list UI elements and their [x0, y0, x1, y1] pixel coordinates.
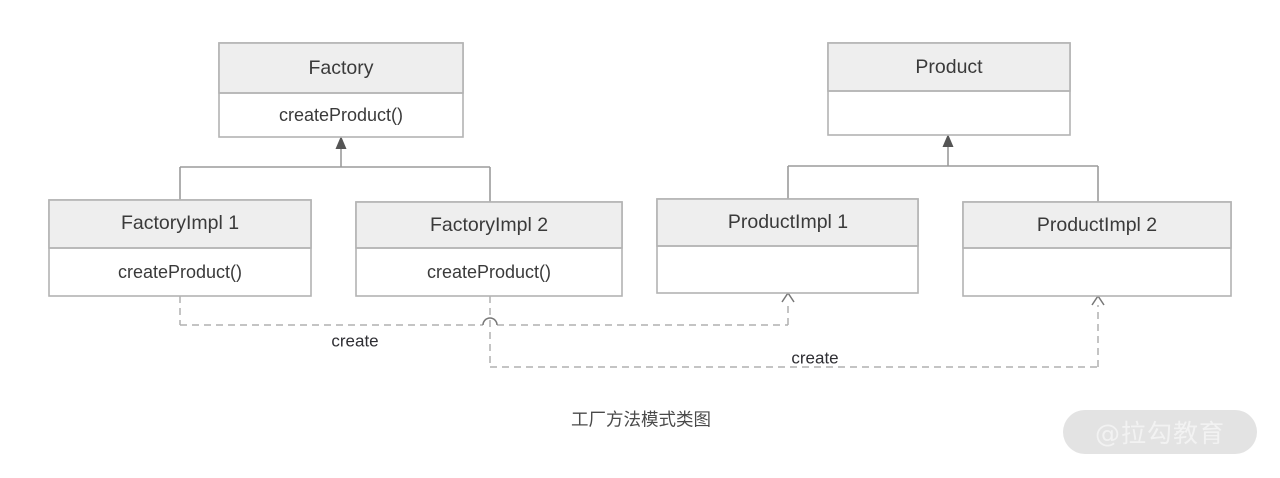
generalization-factory-tree — [179, 136, 491, 202]
class-box-factory-impl-1-header — [48, 199, 312, 249]
class-member-factory-0: createProduct() — [279, 105, 403, 125]
class-member-factory-impl-1-0: createProduct() — [118, 262, 242, 282]
class-box-product-impl-1[interactable]: ProductImpl 1 — [656, 198, 919, 294]
class-member-factory-impl-2-0: createProduct() — [427, 262, 551, 282]
class-box-factory[interactable]: Factory createProduct() — [218, 42, 464, 138]
class-box-product[interactable]: Product — [827, 42, 1071, 136]
class-box-product-impl-2[interactable]: ProductImpl 2 — [962, 201, 1232, 297]
diagram-caption: 工厂方法模式类图 — [571, 410, 711, 430]
dependency-arrowhead-1 — [781, 291, 795, 303]
generalization-arrowhead-product — [942, 134, 954, 147]
class-box-product-header — [827, 42, 1071, 92]
class-box-factory-header — [218, 42, 464, 94]
class-name-factory: Factory — [308, 57, 373, 79]
edge-label-create-2: create — [791, 348, 838, 367]
watermark-label: @拉勾教育 — [1094, 419, 1225, 448]
generalization-product-tree — [787, 134, 1099, 202]
generalization-arrowhead-factory — [335, 136, 347, 149]
class-name-product-impl-2: ProductImpl 2 — [1037, 214, 1157, 236]
class-name-product: Product — [915, 56, 983, 78]
class-box-factory-impl-2[interactable]: FactoryImpl 2 createProduct() — [355, 201, 623, 297]
class-box-product-impl-1-header — [656, 198, 919, 247]
edge-label-create-1: create — [331, 331, 378, 350]
class-box-product-impl-2-header — [962, 201, 1232, 249]
class-name-factory-impl-2: FactoryImpl 2 — [430, 214, 548, 236]
dependency-line-hop — [482, 317, 498, 326]
watermark-badge: @拉勾教育 — [1063, 410, 1257, 454]
class-box-factory-impl-1[interactable]: FactoryImpl 1 createProduct() — [48, 199, 312, 297]
dependency-factory-impl-1-creates-product-impl-1 — [179, 291, 795, 326]
class-name-factory-impl-1: FactoryImpl 1 — [121, 212, 239, 234]
class-name-product-impl-1: ProductImpl 1 — [728, 211, 848, 233]
dependency-arrowhead-2 — [1091, 294, 1105, 306]
